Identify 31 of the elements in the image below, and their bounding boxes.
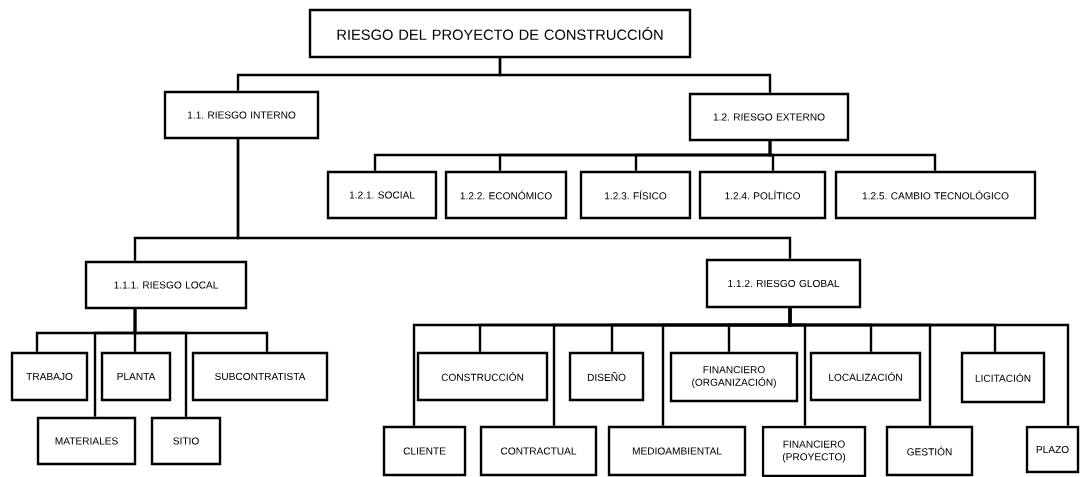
category-box: SITIO xyxy=(150,416,222,466)
connector-line xyxy=(236,139,792,259)
category-box: 1.2.4. POLÍTICO xyxy=(698,170,827,220)
category-box: 1.1. RIESGO INTERNO xyxy=(163,90,320,140)
category-box: LICITACIÓN xyxy=(960,351,1046,404)
category-box: CONTRACTUAL xyxy=(479,425,598,477)
category-box: 1.1.2. RIESGO GLOBAL xyxy=(705,258,862,309)
category-box: CONSTRUCCIÓN xyxy=(416,351,549,402)
category-box: FINANCIERO (PROYECTO) xyxy=(761,425,867,477)
connector-line xyxy=(133,309,269,352)
category-box: 1.2.2. ECONÓMICO xyxy=(444,170,568,220)
category-box: 1.2. RIESGO EXTERNO xyxy=(688,92,850,142)
category-box: LOCALIZACIÓN xyxy=(809,351,922,402)
category-box: SUBCONTRATISTA xyxy=(191,351,329,402)
category-box: PLANTA xyxy=(100,351,172,402)
connector-line xyxy=(498,58,772,93)
connector-line xyxy=(788,308,1070,426)
root-box: RIESGO DEL PROYECTO DE CONSTRUCCIÓN xyxy=(308,8,692,59)
connector-line xyxy=(768,141,937,171)
category-box: TRABAJO xyxy=(10,351,89,402)
category-box: CLIENTE xyxy=(382,425,467,477)
category-box: FINANCIERO (ORGANIZACIÓN) xyxy=(669,351,799,403)
category-box: 1.2.5. CAMBIO TECNOLÓGICO xyxy=(834,170,1037,220)
category-box: MEDIOAMBIENTAL xyxy=(607,425,747,477)
category-box: GESTIÓN xyxy=(885,425,974,477)
category-box: DISEÑO xyxy=(568,351,645,402)
category-box: PLAZO xyxy=(1025,425,1080,474)
category-box: 1.1.1. RIESGO LOCAL xyxy=(84,260,248,310)
category-box: 1.2.1. SOCIAL xyxy=(326,170,438,220)
category-box: 1.2.3. FÍSICO xyxy=(579,170,692,220)
category-box: MATERIALES xyxy=(36,416,137,466)
